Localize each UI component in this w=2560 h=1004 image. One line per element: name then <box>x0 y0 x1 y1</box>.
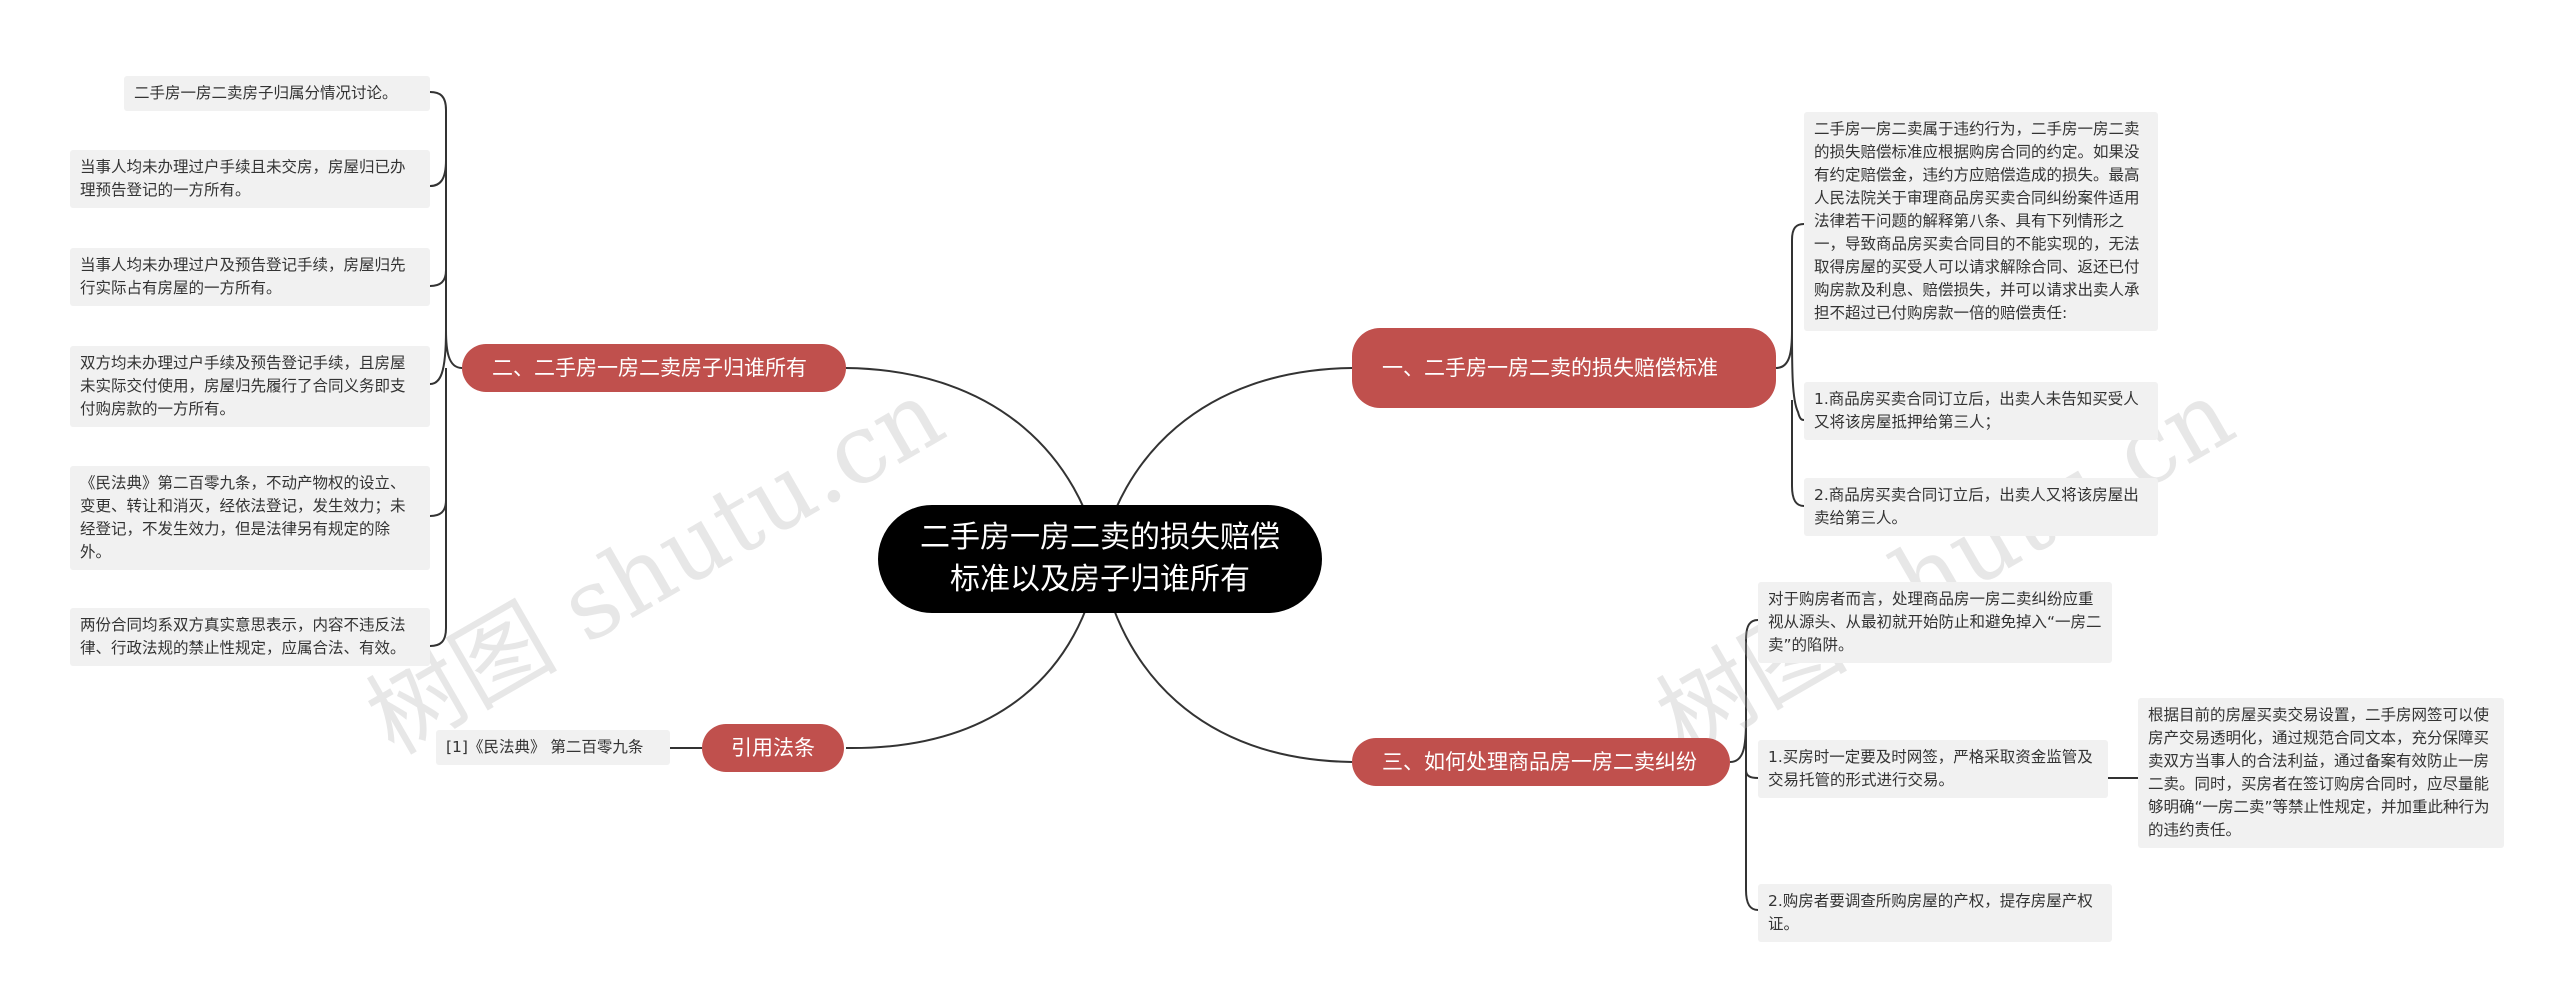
leaf-b2-6: 两份合同均系双方真实意思表示，内容不违反法律、行政法规的禁止性规定，应属合法、有… <box>70 608 430 666</box>
branch-label: 引用法条 <box>731 736 815 760</box>
leaf-b2-5: 《民法典》第二百零九条，不动产物权的设立、变更、转让和消灭，经依法登记，发生效力… <box>70 466 430 570</box>
connector-b3-leaves <box>1729 619 1759 911</box>
connector-b2-leaves <box>429 91 463 647</box>
connector-b1-leaves <box>1775 223 1805 507</box>
leaf-b3-subleaf: 根据目前的房屋买卖交易设置，二手房网签可以使房产交易透明化，通过规范合同文本，充… <box>2138 698 2504 848</box>
branch-label: 二、二手房一房二卖房子归谁所有 <box>492 356 807 380</box>
branch-cited-law[interactable]: 引用法条 <box>702 724 844 772</box>
leaf-b3-1: 对于购房者而言，处理商品房一房二卖纠纷应重视从源头、从最初就开始防止和避免掉入“… <box>1758 582 2112 663</box>
leaf-b3-2: 1.买房时一定要及时网签，严格采取资金监管及交易托管的形式进行交易。 <box>1758 740 2108 798</box>
leaf-b2-1: 二手房一房二卖房子归属分情况讨论。 <box>124 76 430 111</box>
leaf-b2-3: 当事人均未办理过户及预告登记手续，房屋归先行实际占有房屋的一方所有。 <box>70 248 430 306</box>
branch-label: 一、二手房一房二卖的损失赔偿标准 <box>1382 356 1718 380</box>
branch-label: 三、如何处理商品房一房二卖纠纷 <box>1382 750 1697 774</box>
leaf-b1-1: 二手房一房二卖属于违约行为，二手房一房二卖的损失赔偿标准应根据购房合同的约定。如… <box>1804 112 2158 331</box>
leaf-b3-3: 2.购房者要调查所购房屋的产权，提存房屋产权证。 <box>1758 884 2112 942</box>
leaf-b1-3: 2.商品房买卖合同订立后，出卖人又将该房屋出卖给第三人。 <box>1804 478 2158 536</box>
root-node[interactable]: 二手房一房二卖的损失赔偿标准以及房子归谁所有 <box>878 505 1322 613</box>
leaf-b2-2: 当事人均未办理过户手续且未交房，房屋归已办理预告登记的一方所有。 <box>70 150 430 208</box>
leaf-b4-1: [1]《民法典》 第二百零九条 <box>436 730 670 765</box>
branch-loss-compensation[interactable]: 一、二手房一房二卖的损失赔偿标准 <box>1352 328 1776 408</box>
leaf-b1-2: 1.商品房买卖合同订立后，出卖人未告知买受人又将该房屋抵押给第三人； <box>1804 382 2158 440</box>
branch-dispute-handling[interactable]: 三、如何处理商品房一房二卖纠纷 <box>1352 738 1730 786</box>
branch-ownership[interactable]: 二、二手房一房二卖房子归谁所有 <box>462 344 846 392</box>
root-title: 二手房一房二卖的损失赔偿标准以及房子归谁所有 <box>920 520 1280 597</box>
leaf-b2-4: 双方均未办理过户手续及预告登记手续，且房屋未实际交付使用，房屋归先履行了合同义务… <box>70 346 430 427</box>
